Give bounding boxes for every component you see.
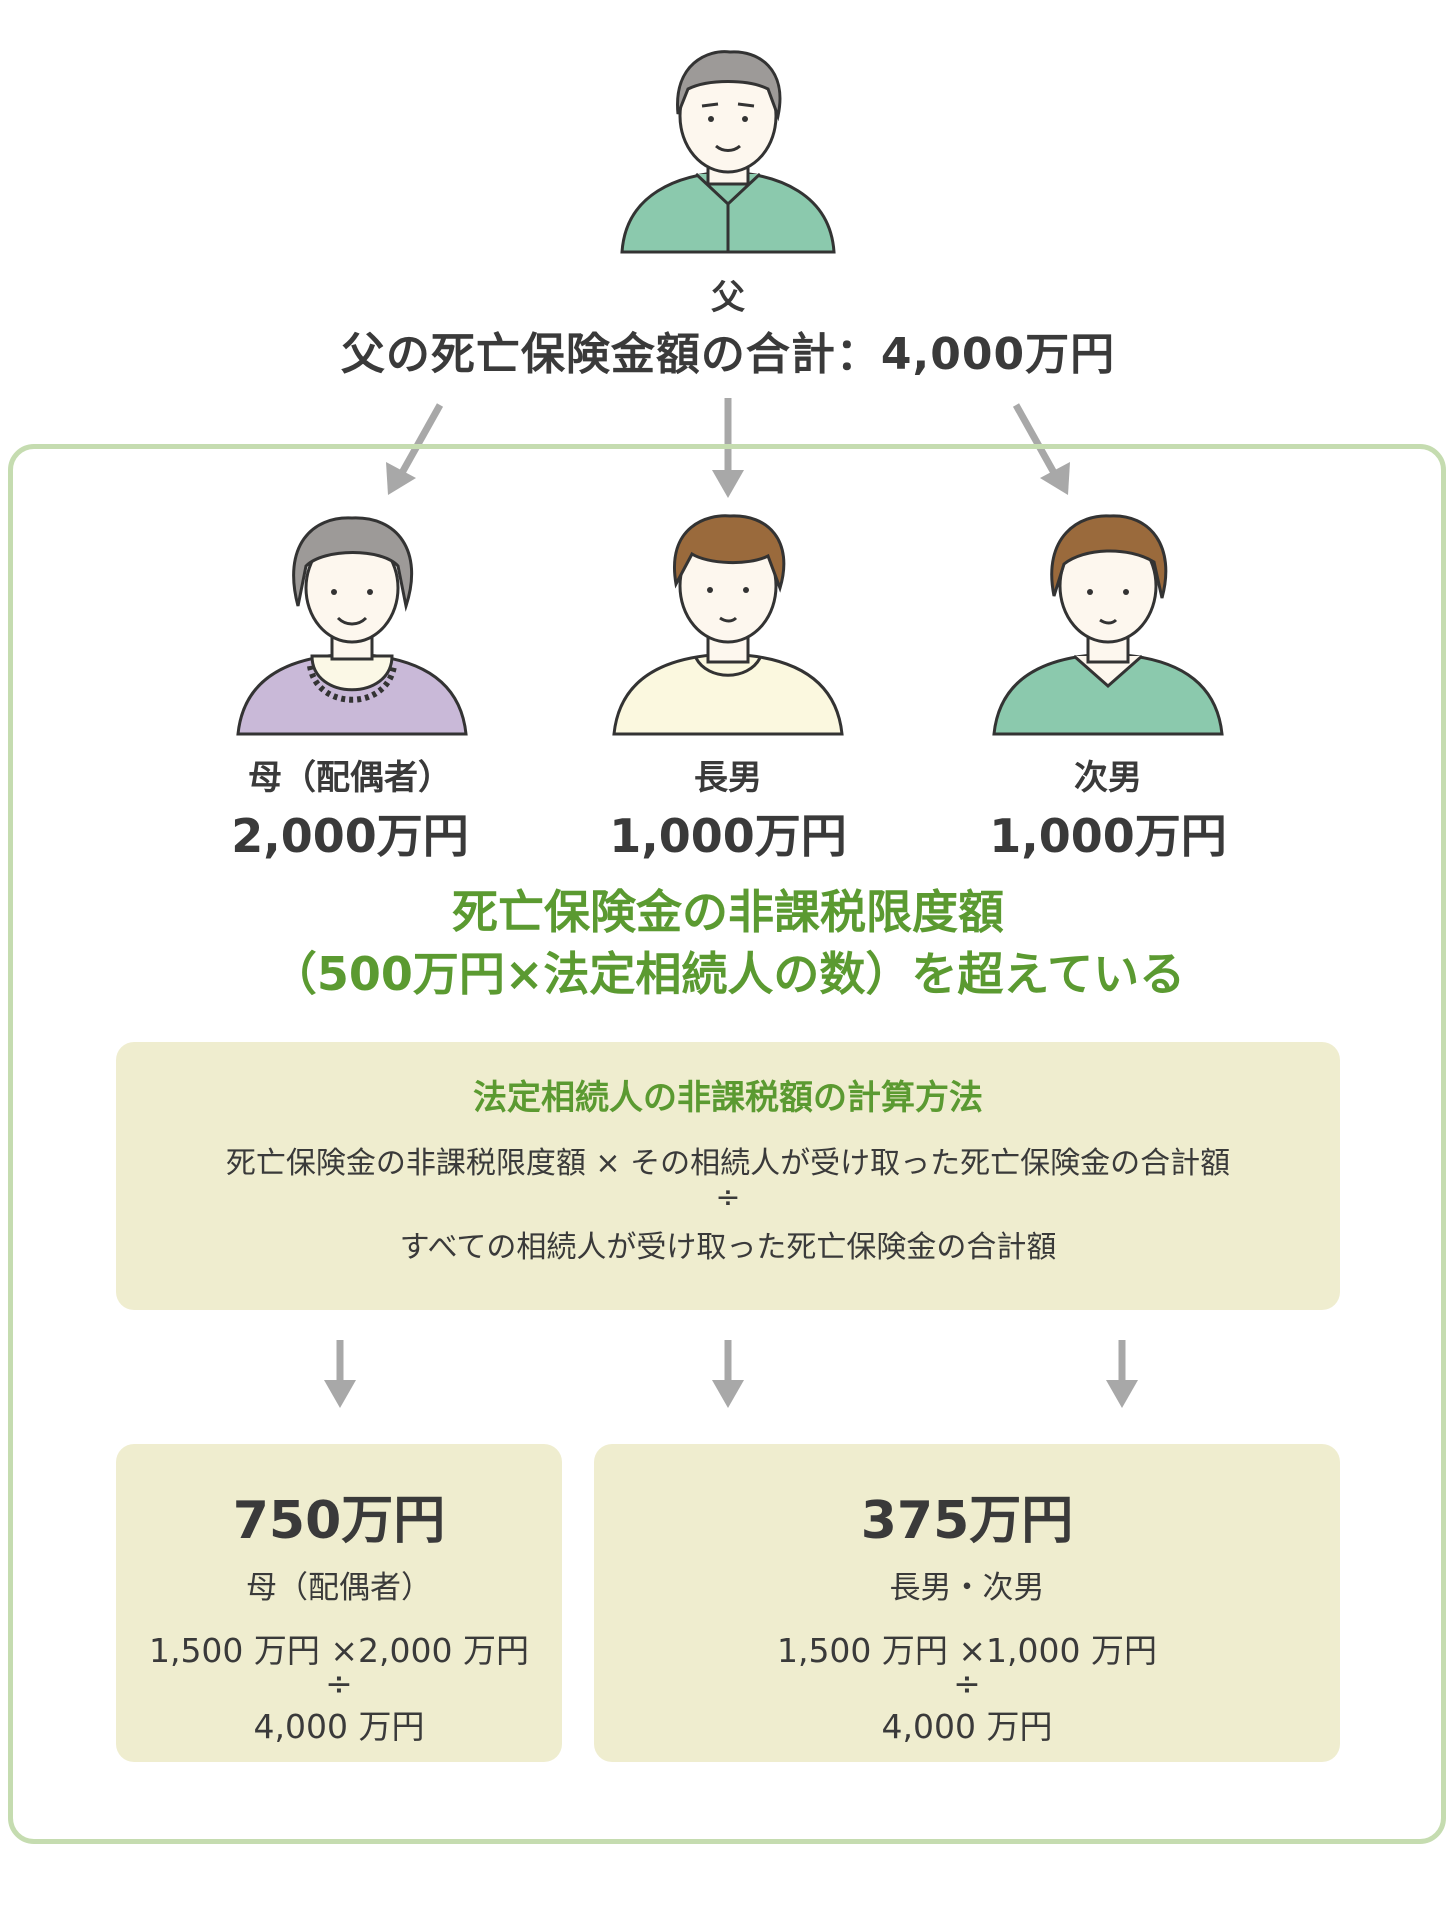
result-box-sons: 375万円 長男・次男 1,500 万円 ×1,000 万円 ÷ 4,000 万…	[594, 1444, 1340, 1762]
result-formula-denominator-mother: 4,000 万円	[253, 1707, 425, 1746]
calculation-numerator: 死亡保険金の非課税限度額 × その相続人が受け取った死亡保険金の合計額	[225, 1146, 1231, 1181]
father-illustration	[620, 50, 836, 254]
arrow-down-icon	[712, 398, 744, 498]
exceeds-limit-heading-line1: 死亡保険金の非課税限度額	[452, 885, 1004, 939]
result-formula-numerator-mother: 1,500 万円 ×2,000 万円	[148, 1631, 530, 1670]
calculation-denominator: すべての相続人が受け取った死亡保険金の合計額	[399, 1230, 1057, 1265]
heirs-frame	[8, 444, 1446, 1844]
arrow-down-right-icon	[1012, 403, 1070, 495]
heir-label-second-son: 次男	[1074, 758, 1142, 798]
arrow-down-icon	[712, 1340, 744, 1408]
heir-amount-second-son: 1,000万円	[989, 809, 1227, 863]
father-total-amount: 父の死亡保険金額の合計：4,000万円	[340, 329, 1116, 380]
second-son-illustration	[992, 514, 1224, 736]
result-amount-sons: 375万円	[860, 1491, 1074, 1551]
heir-amount-eldest-son: 1,000万円	[609, 809, 847, 863]
result-label-mother: 母（配偶者）	[246, 1570, 432, 1606]
result-formula-divide-sons: ÷	[953, 1664, 981, 1703]
eldest-son-illustration	[612, 514, 844, 736]
result-box-mother: 750万円 母（配偶者） 1,500 万円 ×2,000 万円 ÷ 4,000 …	[116, 1444, 562, 1762]
result-formula-denominator-sons: 4,000 万円	[881, 1707, 1053, 1746]
calculation-method-title: 法定相続人の非課税額の計算方法	[473, 1078, 983, 1118]
calculation-method-box: 法定相続人の非課税額の計算方法 死亡保険金の非課税限度額 × その相続人が受け取…	[116, 1042, 1340, 1310]
result-formula-numerator-sons: 1,500 万円 ×1,000 万円	[776, 1631, 1158, 1670]
arrow-down-left-icon	[386, 403, 444, 495]
arrow-down-icon	[1106, 1340, 1138, 1408]
result-formula-divide-mother: ÷	[325, 1664, 353, 1703]
exceeds-limit-heading-line2: （500万円×法定相続人の数）を超えている	[270, 947, 1186, 1001]
heir-amount-mother: 2,000万円	[231, 809, 469, 863]
result-amount-mother: 750万円	[232, 1491, 446, 1551]
father-name: 父	[711, 278, 745, 318]
heir-label-eldest-son: 長男	[694, 758, 762, 798]
heir-label-mother: 母（配偶者）	[248, 758, 452, 798]
calculation-divide-sign: ÷	[715, 1180, 741, 1215]
arrow-down-icon	[324, 1340, 356, 1408]
result-label-sons: 長男・次男	[889, 1570, 1045, 1606]
mother-illustration	[236, 516, 468, 736]
